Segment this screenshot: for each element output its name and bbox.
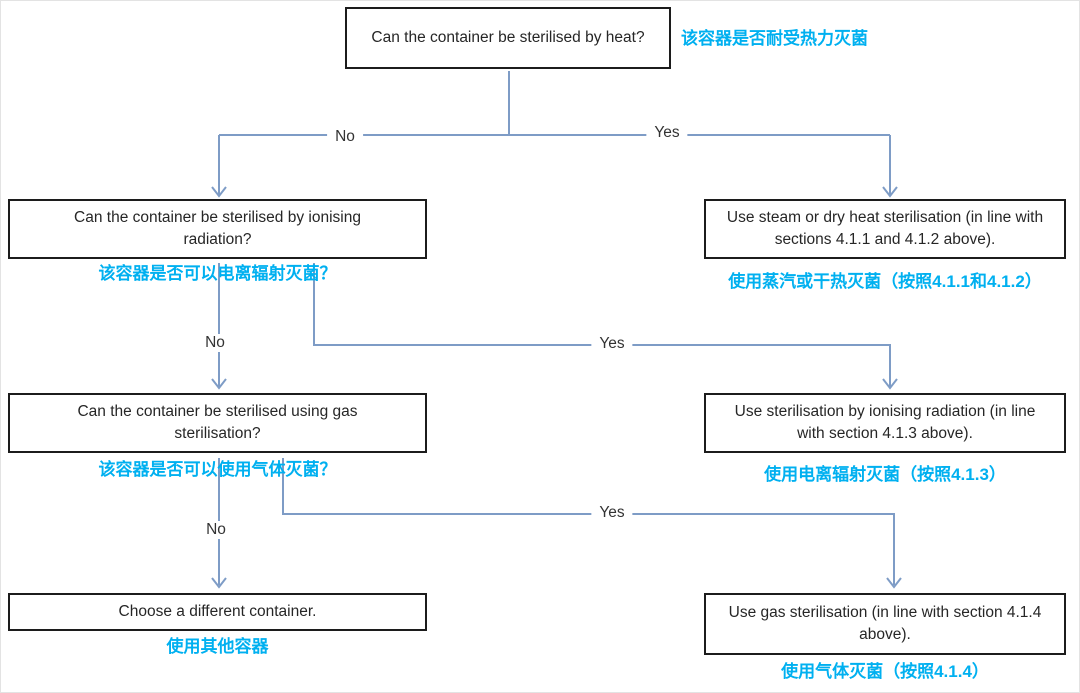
node-use-steam-dry-heat-text: Use steam or dry heat sterilisation (in … [726,208,1044,248]
arrowhead-no2-icon [211,378,227,390]
node-q-ionising-text: Can the container be sterilised by ionis… [74,208,361,248]
branch-label-yes-level2: Yes [591,335,633,353]
branch-label-yes-level3: Yes [591,504,633,522]
node-use-ionising-text: Use sterilisation by ionising radiation … [734,402,1036,442]
node-choose-different-text: Choose a different container. [118,602,317,620]
branch-label-yes-level1: Yes [646,124,688,142]
caption-zh-use-gas: 使用气体灭菌（按照4.1.4） [781,662,989,681]
caption-zh-q-heat: 该容器是否耐受热力灭菌 [681,29,868,48]
node-use-gas: Use gas sterilisation (in line with sect… [704,593,1066,655]
node-q-heat: Can the container be sterilised by heat? [345,7,671,69]
caption-zh-q-gas: 该容器是否可以使用气体灭菌？ [98,460,337,479]
arrowhead-yes3-icon [886,577,902,589]
branch-label-no-level3: No [198,521,234,539]
node-use-ionising: Use sterilisation by ionising radiation … [704,393,1066,453]
arrowhead-yes2-icon [882,378,898,390]
caption-zh-q-ionising: 该容器是否可以电离辐射灭菌？ [98,264,337,283]
connector-yes3-elbow [282,458,895,585]
arrowhead-no1-icon [211,186,227,198]
branch-label-no-level2: No [197,334,233,352]
node-q-gas: Can the container be sterilised using ga… [8,393,427,453]
node-use-gas-text: Use gas sterilisation (in line with sect… [728,603,1042,643]
caption-zh-choose-different: 使用其他容器 [166,637,269,656]
arrowhead-yes1-icon [882,186,898,198]
caption-zh-use-ionising: 使用电离辐射灭菌（按照4.1.3） [764,465,1006,484]
branch-label-no-level1: No [327,128,363,146]
arrowhead-no3-icon [211,577,227,589]
caption-zh-use-steam-dry-heat: 使用蒸汽或干热灭菌（按照4.1.1和4.1.2） [728,272,1042,291]
node-q-heat-text: Can the container be sterilised by heat? [371,28,645,46]
node-q-ionising: Can the container be sterilised by ionis… [8,199,427,259]
node-q-gas-text: Can the container be sterilised using ga… [77,402,358,442]
node-use-steam-dry-heat: Use steam or dry heat sterilisation (in … [704,199,1066,259]
node-choose-different: Choose a different container. [8,593,427,631]
